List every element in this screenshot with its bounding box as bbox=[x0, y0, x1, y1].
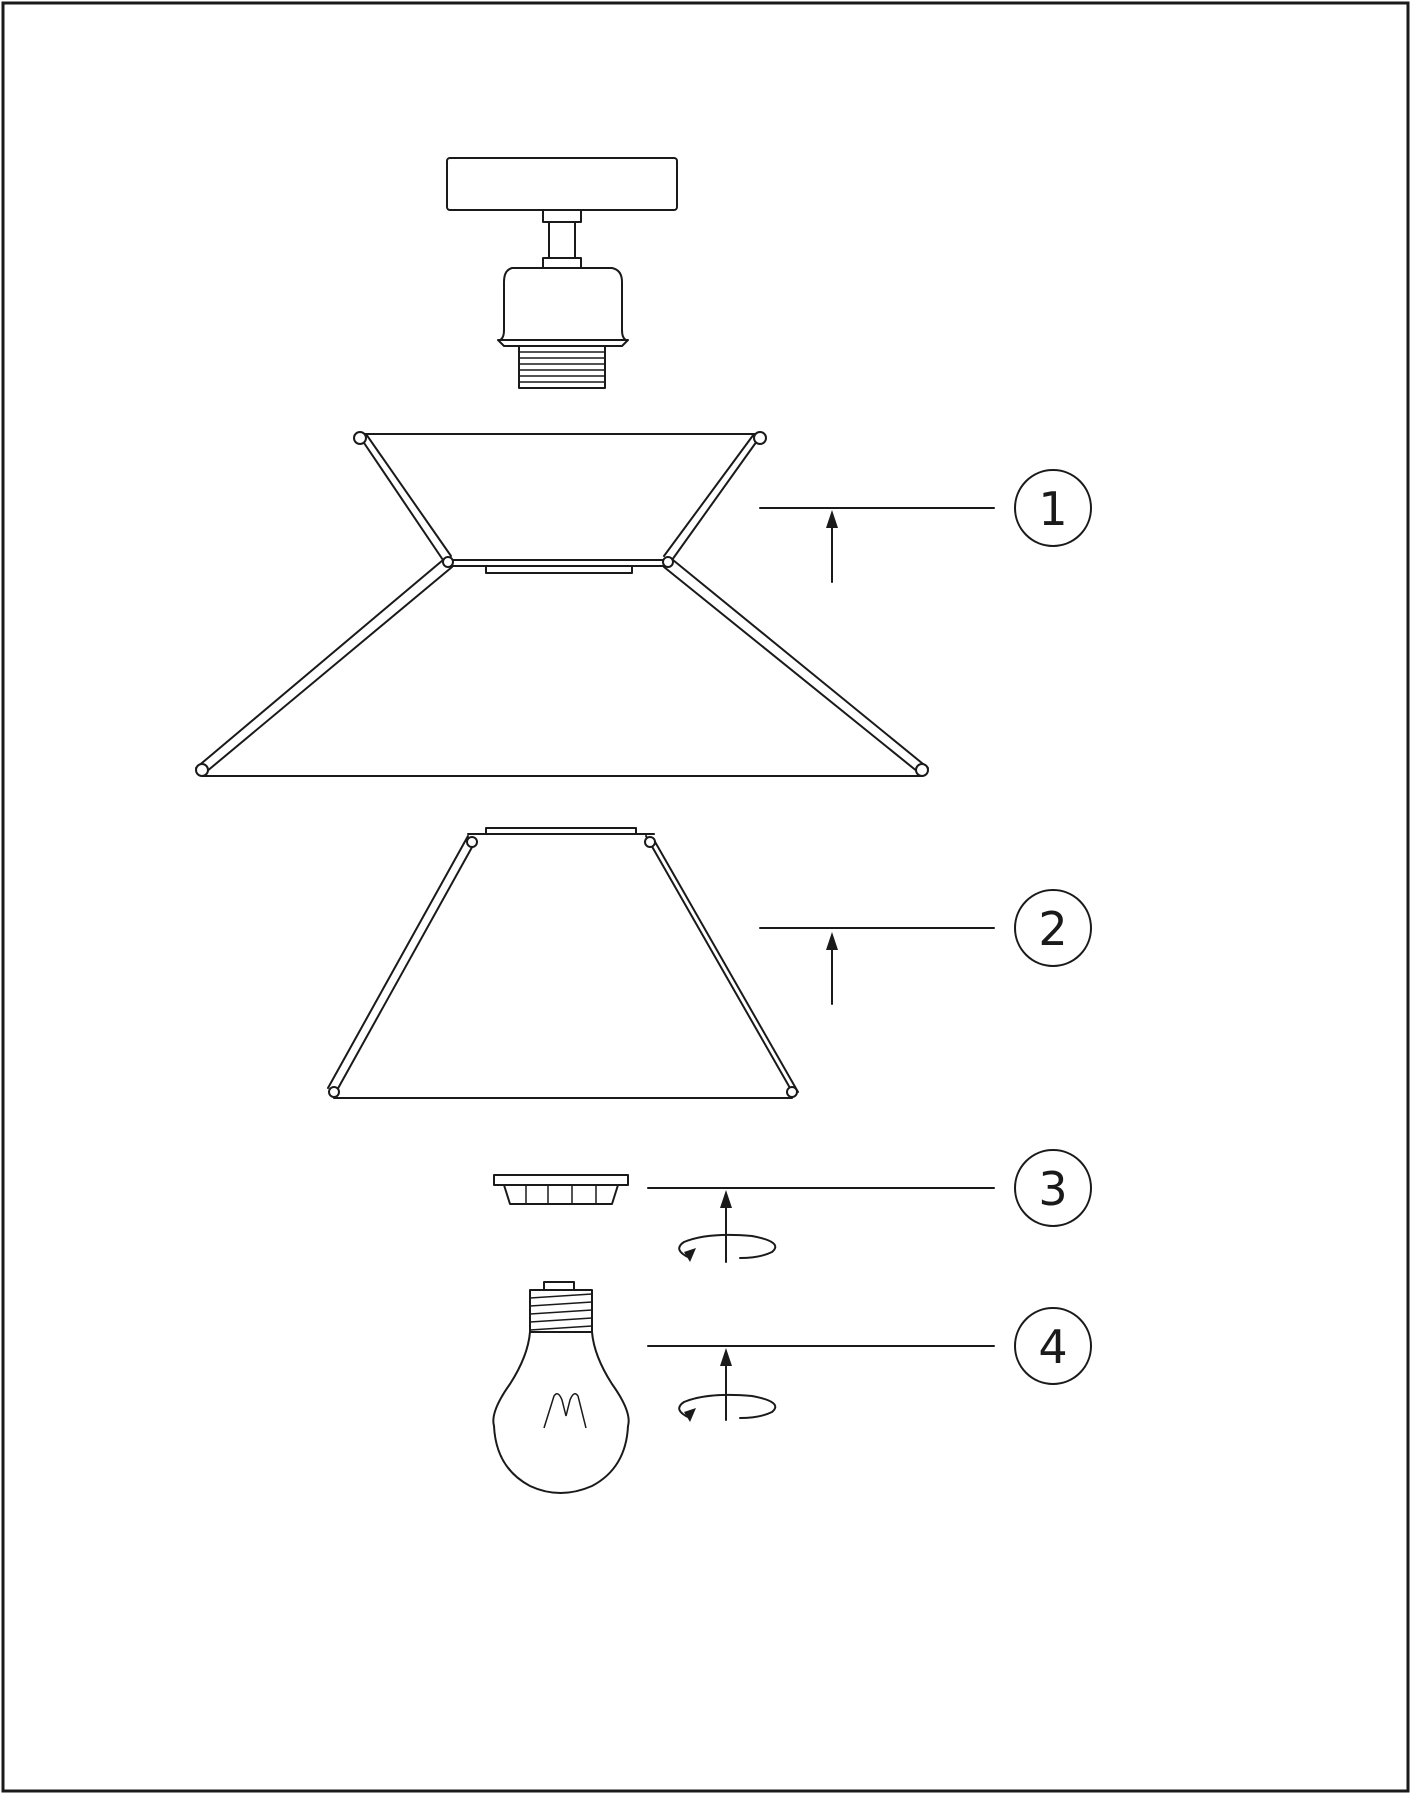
outer-shade bbox=[195, 431, 929, 777]
ceiling-mount bbox=[446, 157, 678, 389]
step-4-number: 4 bbox=[1038, 1320, 1067, 1374]
step-1-circle bbox=[1014, 469, 1092, 547]
rotate-icon bbox=[678, 1233, 777, 1262]
step-3-callout: 3 bbox=[647, 1149, 1092, 1263]
arrow-up-icon bbox=[720, 1190, 732, 1263]
filament bbox=[543, 1393, 587, 1429]
arrow-up-icon bbox=[826, 932, 838, 1005]
light-bulb bbox=[492, 1281, 630, 1494]
step-2-circle bbox=[1014, 889, 1092, 967]
inner-shade bbox=[327, 827, 799, 1099]
step-1-number: 1 bbox=[1038, 482, 1067, 536]
step-3-circle bbox=[1014, 1149, 1092, 1227]
step-2-callout: 2 bbox=[759, 889, 1092, 1005]
arrow-up-icon bbox=[826, 510, 838, 583]
step-2-number: 2 bbox=[1038, 902, 1067, 956]
step-4-callout: 4 bbox=[647, 1307, 1092, 1422]
arrow-up-icon bbox=[720, 1348, 732, 1421]
step-1-callout: 1 bbox=[759, 469, 1092, 583]
rotate-icon bbox=[678, 1393, 777, 1422]
step-4-circle bbox=[1014, 1307, 1092, 1385]
socket-thread bbox=[519, 351, 605, 383]
shade-ring bbox=[493, 1174, 629, 1205]
step-3-number: 3 bbox=[1038, 1162, 1067, 1216]
